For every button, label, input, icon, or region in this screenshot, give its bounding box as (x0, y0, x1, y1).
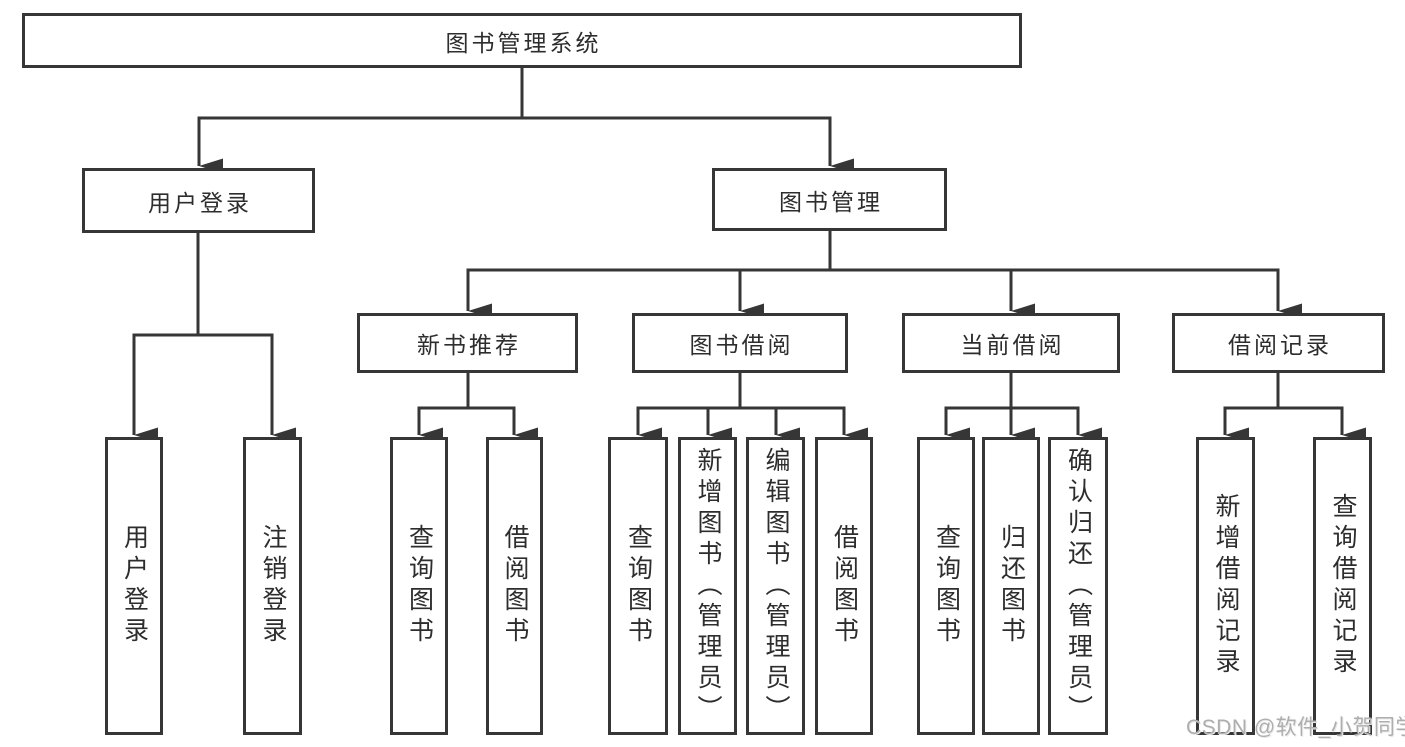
node-label: 编辑图书（管理员） (762, 446, 790, 726)
node-label: 注销登录 (259, 524, 287, 648)
leaf-query-books-recommend: 查询图书 (390, 437, 448, 735)
leaf-add-book-admin: 新增图书（管理员） (678, 437, 737, 735)
connector-borrow-records (1223, 371, 1344, 410)
connector-root (197, 65, 832, 120)
node-current-borrow: 当前借阅 (902, 313, 1120, 373)
node-borrow-records: 借阅记录 (1172, 313, 1385, 373)
leaf-borrow-books: 借阅图书 (815, 437, 873, 735)
leaf-user-login: 用户登录 (105, 437, 163, 735)
node-root: 图书管理系统 (22, 13, 1022, 68)
leaf-add-borrow-record: 新增借阅记录 (1196, 437, 1255, 735)
node-label: 当前借阅 (960, 332, 1065, 358)
node-label: 借阅图书 (501, 524, 529, 648)
leaf-logout: 注销登录 (243, 437, 302, 735)
arrow-drops (132, 118, 1366, 443)
node-label: 新书推荐 (417, 332, 521, 358)
node-label: 查询借阅记录 (1329, 493, 1357, 679)
node-label: 用户登录 (120, 524, 149, 648)
watermark: CSDN @软件_小贺同学 (1186, 716, 1405, 739)
node-label: 借阅记录 (1228, 332, 1332, 358)
node-book-management: 图书管理 (712, 168, 947, 231)
leaf-query-books-borrow: 查询图书 (608, 437, 668, 735)
node-label: 图书管理系统 (445, 29, 602, 56)
leaf-edit-book-admin: 编辑图书（管理员） (746, 437, 805, 735)
leaf-confirm-return-admin: 确认归还（管理员） (1048, 437, 1108, 735)
node-book-borrow: 图书借阅 (632, 313, 848, 373)
node-label: 查询图书 (624, 524, 653, 648)
node-label: 查询图书 (405, 524, 434, 648)
node-label: 确认归还（管理员） (1064, 446, 1093, 726)
leaf-query-borrow-record: 查询借阅记录 (1313, 437, 1372, 735)
node-label: 归还图书 (997, 524, 1026, 648)
node-label: 用户登录 (148, 189, 252, 216)
node-label: 图书管理 (779, 188, 883, 215)
leaf-query-books-current: 查询图书 (917, 437, 975, 735)
connector-book-management (466, 228, 1280, 272)
leaf-borrow-books-recommend: 借阅图书 (486, 437, 543, 735)
node-label: 图书借阅 (689, 332, 794, 358)
node-user-login: 用户登录 (82, 168, 315, 233)
connector-book-borrow (636, 371, 846, 410)
leaf-return-book: 归还图书 (982, 437, 1040, 735)
connector-user-login (132, 230, 274, 337)
connector-new-book-recommend (417, 371, 516, 410)
node-new-book-recommend: 新书推荐 (357, 313, 578, 373)
node-label: 新增借阅记录 (1212, 493, 1240, 679)
connector-current-borrow (944, 371, 1080, 410)
node-label: 借阅图书 (830, 524, 859, 648)
node-label: 新增图书（管理员） (694, 446, 722, 726)
node-label: 查询图书 (932, 524, 961, 648)
